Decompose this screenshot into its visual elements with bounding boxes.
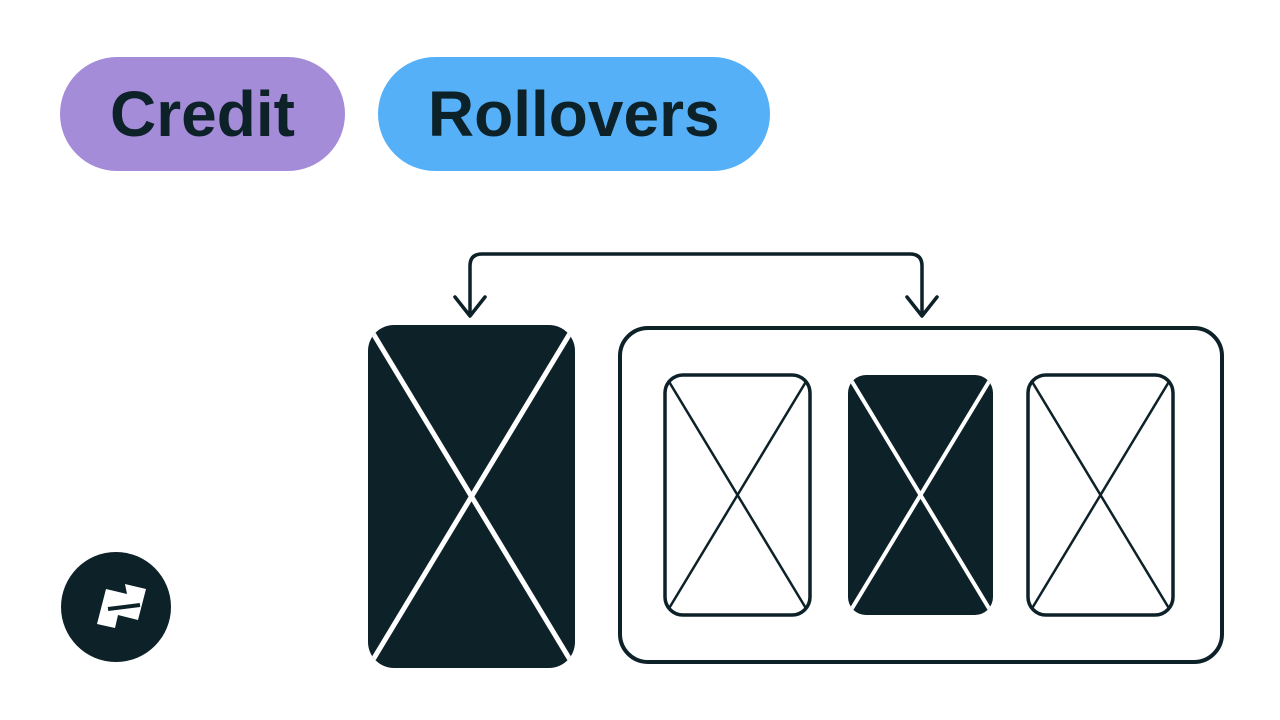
rollover-container (618, 326, 1224, 664)
rollover-diagram (368, 252, 1224, 668)
title-badges: Credit Rollovers (60, 57, 770, 171)
badge-rollovers-label: Rollovers (427, 78, 720, 150)
split-down-arrow-icon (453, 252, 939, 318)
slot-card-2 (848, 375, 993, 615)
badge-credit: Credit (60, 57, 345, 171)
badge-credit-label: Credit (110, 78, 295, 150)
flag-logo-icon (61, 552, 171, 662)
badge-rollovers: Rollovers (377, 57, 770, 171)
source-card (368, 325, 575, 668)
slot-card-3 (1026, 373, 1175, 617)
slot-card-1 (663, 373, 812, 617)
